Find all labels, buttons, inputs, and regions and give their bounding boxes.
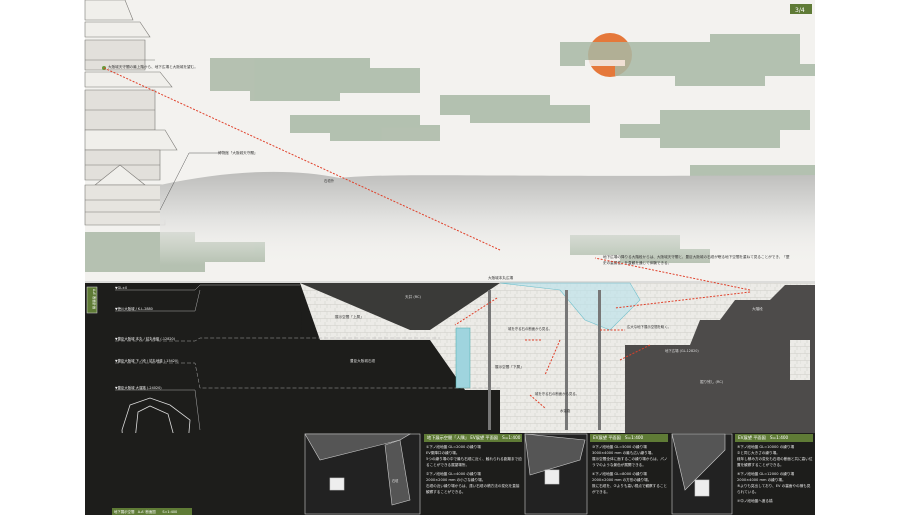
section-vertical-title: A-A' 断面計画 [92,289,97,309]
plan-label-stone: 石垣 [392,478,399,483]
sightline-arrows [103,67,751,409]
upper-space-label: 展示空間「上層」 [335,314,364,319]
panel-3-title: EV展望 平面図 S=1:400 [735,434,813,442]
earth-section [85,283,500,433]
panel-2-paragraph-1: ③下ノ段地盤 GL=5000 の繰り場 3000×4000 mm の最も広い繰り… [592,445,668,467]
roof-slab [300,283,500,330]
viewpoint-note: 大阪城天守閣の最上階から、地下広場と大阪城を望む。 [108,64,198,69]
plan-panel-2 [524,433,588,515]
section-caption: 地下展示空間 A-A' 断面図 S=1:400 [114,509,177,514]
museum-label: 博物館「大阪城天守閣」 [218,150,258,155]
mound-label: 石垣外 [324,178,335,183]
section-caption-box [112,508,192,515]
page-indicator: 3/4 [795,7,805,14]
big-stairs-label: 大階段 [752,306,763,311]
excavation-label: 掘り残し (RC) [700,379,724,384]
panel-1-text: ①下ノ段地盤 GL=2000 の繰り場 EV乗降口の繰り場。 5つの繰り場の中で… [426,444,522,498]
panel-1-title: 地下展示空間「人隅」 EV展望 平面図 S=1:400 [424,434,522,442]
waterway-label: 水運路 [560,408,571,413]
toyotomi-wall-label: 豊臣大阪城石垣 [350,358,376,363]
glass-canopy [499,282,641,331]
panel-3-paragraph-3: ⑦中ノ段地盤へ渡る橋 [737,499,773,503]
lower-space-label: 展示空間「下層」 [495,364,524,369]
panel-2-paragraph-2: ④下ノ段地盤 GL=8000 の繰り場 2000×2000 mm の方形の繰り場… [592,472,668,494]
stair-note: 地下広場の降りる大階段からは、大阪城天守閣と、豊臣大阪城の石垣が眠る地下空間を重… [603,255,790,265]
view-from-stone-1: 城を守る石の断面から見る。 [508,326,552,331]
panel-3-text: ⑤下ノ段地盤 GL=10000 の繰り場 ②と同じ大きさの繰り場。 経年し積み方… [737,444,813,507]
panel-3-paragraph-1: ⑤下ノ段地盤 GL=10000 の繰り場 ②と同じ大きさの繰り場。 経年し積み方… [737,445,813,467]
vast-space-label: 広大な地下展示空間を眺く。 [627,324,671,329]
page-indicator-box [790,4,812,14]
level-gl: ▼GL±0 [115,286,127,290]
elevator-shaft [455,327,471,389]
level-lines [115,284,500,431]
plan-panel-3 [671,433,733,515]
panel-3-paragraph-2: ⑥下ノ段地盤 GL=12000 の繰り場 2000×4000 mm の繰り場。 … [737,472,811,494]
level-tokugawa: ▼徳川大阪城 / K.L-2880 [115,306,153,311]
mist-hill [160,171,815,265]
panel-1-paragraph-2: ②下ノ段地盤 GL=4000 の繰り場 2000×2000 mm の小さな繰り場… [426,472,520,494]
level-toyotomi-honmaru: ▼豊臣大阪城 本丸 / 詰丸地盤 (-12820) [115,336,176,341]
panel-1-paragraph-1: ①下ノ段地盤 GL=2000 の繰り場 EV乗降口の繰り場。 5つの繰り場の中で… [426,445,522,467]
plaza-label: 大阪城本丸広場 [488,275,514,280]
columns [488,290,601,430]
panel-2-title: EV展望 平面図 S=1:400 [590,434,668,442]
stone-pillar-right [790,340,810,380]
level-toyotomi-shimonodan: ▼豊臣大阪城 下ノ段 / 詰丸地盤 (-15420) [115,358,179,363]
panel-2-text: ③下ノ段地盤 GL=5000 の繰り場 3000×4000 mm の最も広い繰り… [592,444,668,498]
roof-label: 天井 (RC) [405,294,422,299]
section-title-box [86,286,98,314]
plaza-level-label: 地下広場 (GL-12820) [665,348,699,353]
plan-panel-1 [304,433,421,515]
osaka-castle-illustration [84,0,178,226]
view-from-stone-2: 城を守る石の断面から見る。 [535,391,579,396]
level-waterway: ▼豊臣大阪城 大運路 (-24020) [115,385,162,390]
terrain-right [625,285,815,433]
